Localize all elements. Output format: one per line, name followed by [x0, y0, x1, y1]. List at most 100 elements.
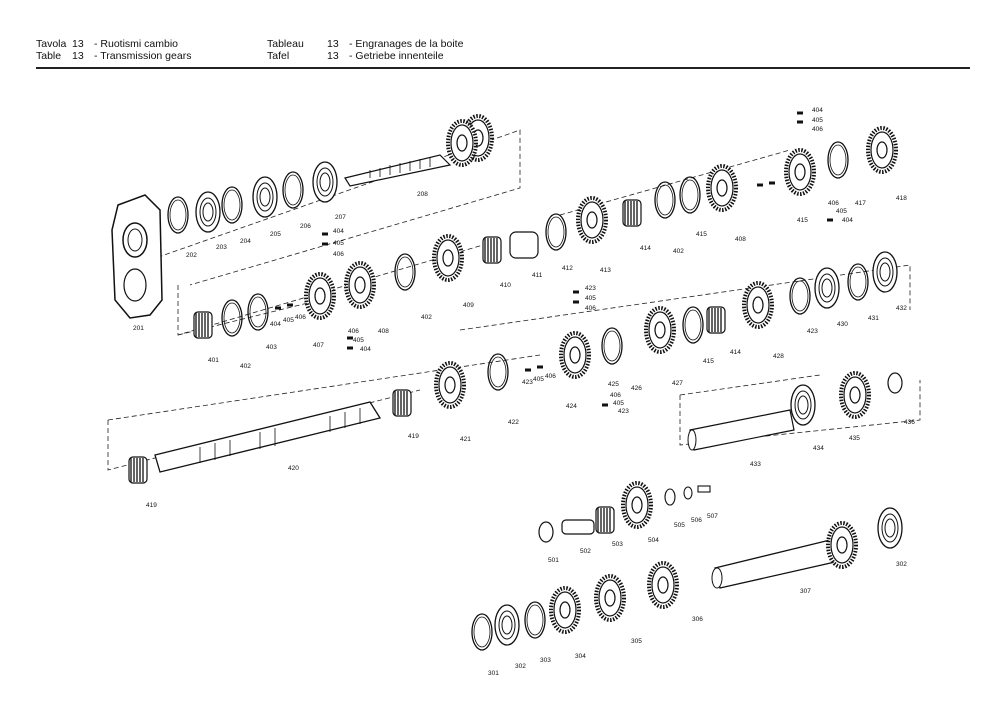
part-label-423b: 423 [807, 328, 818, 335]
part-label-402c: 402 [673, 248, 684, 255]
part-label-414b: 414 [730, 349, 741, 356]
header-title: - Ruotismi cambio [94, 38, 179, 50]
part-label-207: 207 [335, 214, 346, 221]
part-label-417: 417 [855, 200, 866, 207]
part-label-406d: 406 [828, 200, 839, 207]
part-label-425: 425 [608, 381, 619, 388]
part-label-423c: 423 [585, 285, 596, 292]
part-label-202: 202 [186, 252, 197, 259]
part-label-407: 407 [313, 342, 324, 349]
part-label-505: 505 [674, 522, 685, 529]
part-label-433: 433 [750, 461, 761, 468]
reverse-idler-group [538, 481, 711, 543]
header-word: Tableau [267, 38, 304, 50]
part-label-205: 205 [270, 231, 281, 238]
assembly-guide-lines [107, 129, 921, 471]
layshaft-group [471, 507, 903, 651]
part-label-411: 411 [532, 272, 543, 279]
part-label-410: 410 [500, 282, 511, 289]
header-table-number: 13 [72, 38, 84, 50]
part-label-426: 426 [631, 385, 642, 392]
part-label-405f: 405 [353, 337, 364, 344]
part-label-504: 504 [648, 537, 659, 544]
part-label-402: 402 [240, 363, 251, 370]
part-label-303: 303 [540, 657, 551, 664]
part-label-415b: 415 [797, 217, 808, 224]
part-label-406h: 406 [610, 392, 621, 399]
part-label-304: 304 [575, 653, 586, 660]
part-label-302: 302 [515, 663, 526, 670]
part-label-201: 201 [133, 325, 144, 332]
part-label-409: 409 [463, 302, 474, 309]
header-word: Tavola [36, 38, 67, 50]
part-label-404: 404 [270, 321, 281, 328]
part-number-labels: 201 202 203 204 205 206 207 208 401 402 … [133, 107, 915, 677]
part-label-208: 208 [417, 191, 428, 198]
part-label-404c: 404 [333, 228, 344, 235]
header-title: - Getriebe innenteile [349, 50, 444, 62]
header-right: Tableau 13 - Engranages de la boite Tafe… [267, 38, 463, 62]
header-table-number: 13 [72, 50, 84, 62]
part-label-406e: 406 [545, 373, 556, 380]
part-label-421: 421 [460, 436, 471, 443]
part-label-406c: 406 [333, 251, 344, 258]
part-label-428: 428 [773, 353, 784, 360]
part-label-408: 408 [378, 328, 389, 335]
header-line-de: Tafel 13 - Getriebe innenteile [267, 50, 463, 62]
header-line-it: Tavola 13 - Ruotismi cambio [36, 38, 191, 50]
part-label-405h: 405 [613, 400, 624, 407]
part-label-203: 203 [216, 244, 227, 251]
part-label-301: 301 [488, 670, 499, 677]
part-label-434: 434 [813, 445, 824, 452]
part-label-307: 307 [800, 588, 811, 595]
part-label-404b: 404 [812, 107, 823, 114]
part-label-408b: 408 [735, 236, 746, 243]
part-label-424: 424 [566, 403, 577, 410]
header-table-number: 13 [327, 50, 339, 62]
part-label-406g: 406 [585, 305, 596, 312]
part-label-423d: 423 [618, 408, 629, 415]
part-label-405: 405 [283, 317, 294, 324]
part-label-412: 412 [562, 265, 573, 272]
header-table-number: 13 [327, 38, 339, 50]
part-label-204: 204 [240, 238, 251, 245]
header-title: - Engranages de la boite [349, 38, 464, 50]
part-label-405b: 405 [812, 117, 823, 124]
part-label-405g: 405 [585, 295, 596, 302]
part-label-503: 503 [612, 541, 623, 548]
input-shaft-group [111, 114, 494, 319]
part-label-414: 414 [640, 245, 651, 252]
part-label-404d: 404 [842, 217, 853, 224]
part-label-435: 435 [849, 435, 860, 442]
part-label-420: 420 [288, 465, 299, 472]
part-label-501: 501 [548, 557, 559, 564]
part-label-506: 506 [691, 517, 702, 524]
part-label-401: 401 [208, 357, 219, 364]
header-left: Tavola 13 - Ruotismi cambio Table 13 - T… [36, 38, 191, 62]
part-label-507: 507 [707, 513, 718, 520]
part-label-415: 415 [696, 231, 707, 238]
part-label-432: 432 [896, 305, 907, 312]
part-label-405e: 405 [533, 376, 544, 383]
part-label-436: 436 [904, 419, 915, 426]
part-label-405c: 405 [333, 240, 344, 247]
part-label-406: 406 [295, 314, 306, 321]
header-word: Table [36, 50, 62, 62]
part-label-418: 418 [896, 195, 907, 202]
part-label-419: 419 [408, 433, 419, 440]
mainshaft-upper-group [193, 111, 898, 350]
part-label-302b: 302 [896, 561, 907, 568]
part-label-405d: 405 [836, 208, 847, 215]
part-label-415c: 415 [703, 358, 714, 365]
header-line-fr: Tableau 13 - Engranages de la boite [267, 38, 463, 50]
header-rule [36, 67, 970, 69]
part-label-403: 403 [266, 344, 277, 351]
part-label-430: 430 [837, 321, 848, 328]
part-label-423: 423 [522, 379, 533, 386]
part-label-413: 413 [600, 267, 611, 274]
header-word: Tafel [267, 50, 290, 62]
part-label-406b: 406 [812, 126, 823, 133]
header-line-en: Table 13 - Transmission gears [36, 50, 191, 62]
part-label-431: 431 [868, 315, 879, 322]
